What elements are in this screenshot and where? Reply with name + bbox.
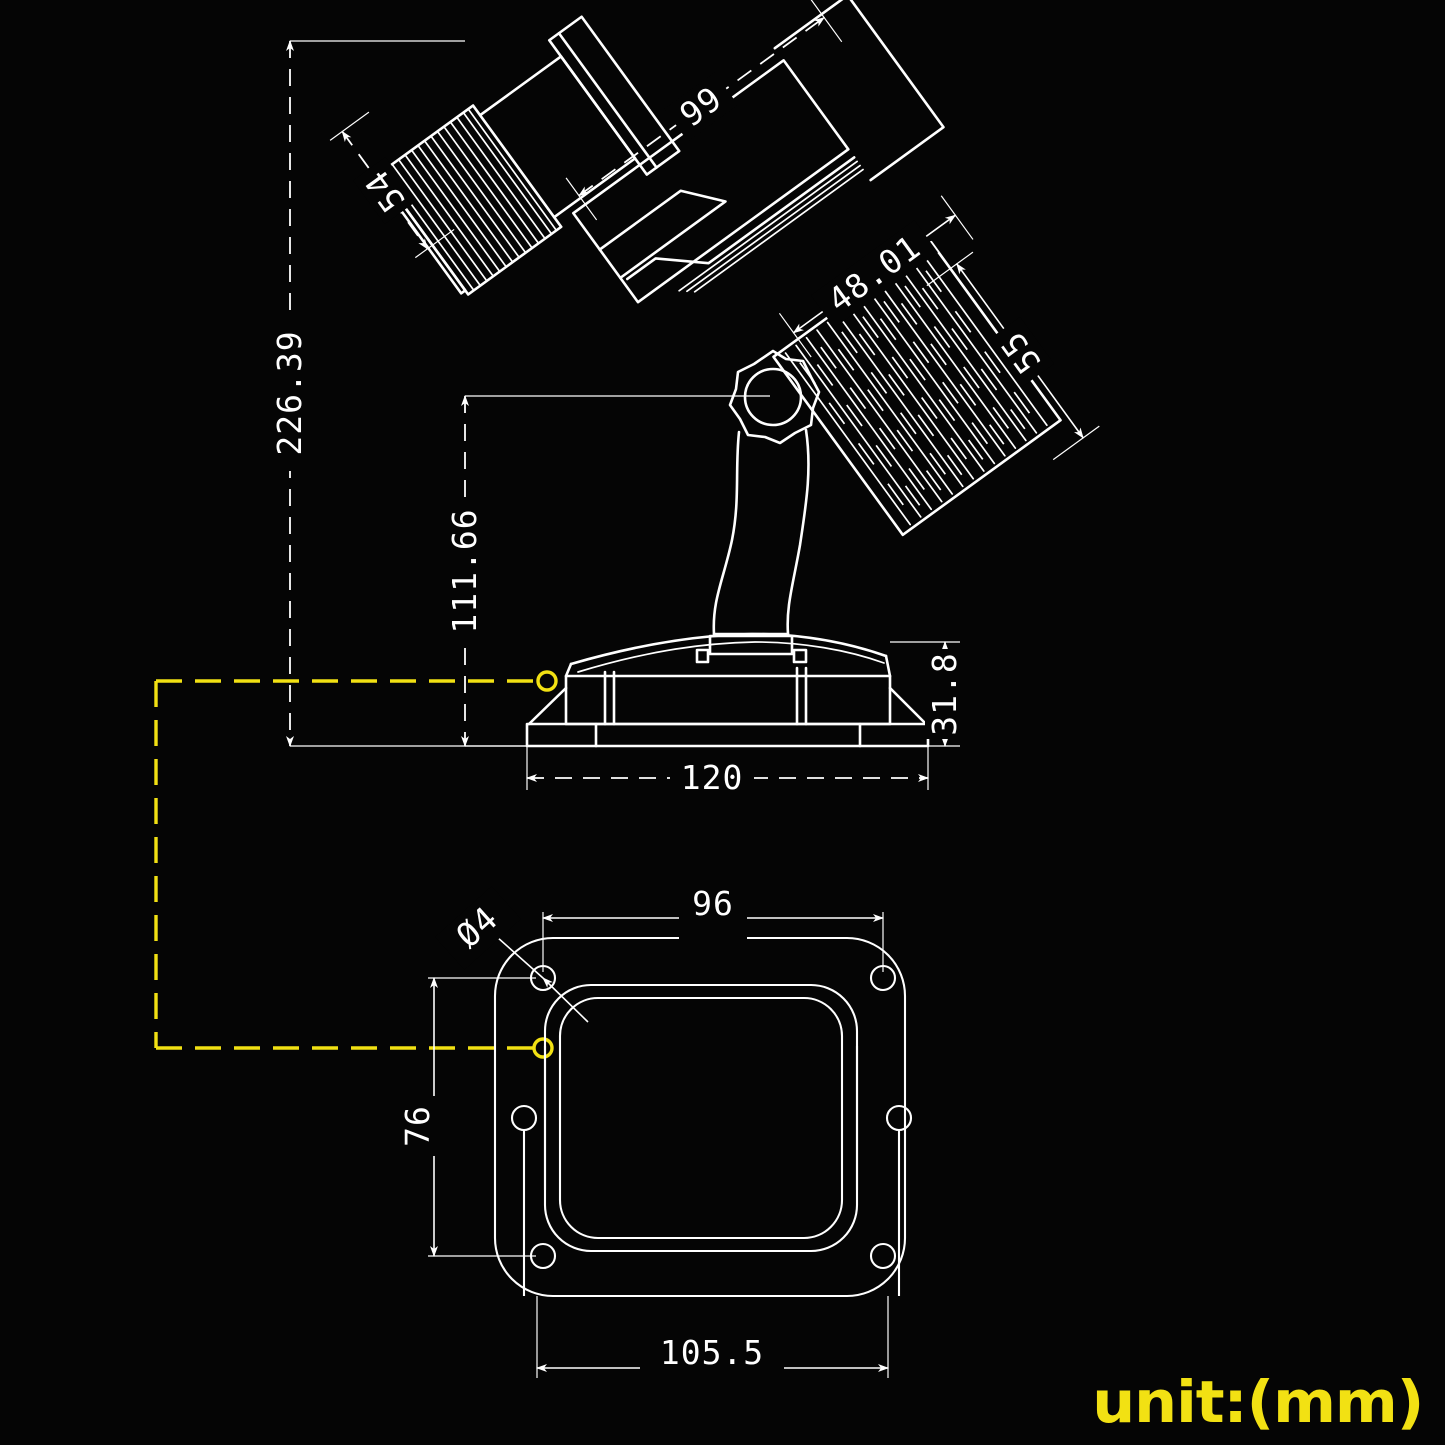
base-chamfer [527, 686, 928, 726]
dim-label-base-height: 31.8 [925, 652, 964, 735]
dim-label-pivot-height: 111.66 [445, 508, 484, 633]
plate-frame-inner [558, 996, 844, 1240]
base-neck-tab-left [695, 648, 710, 664]
base-rib-left [603, 670, 616, 726]
base-flange-split [594, 722, 862, 748]
housing-edge-line-2 [686, 164, 861, 293]
plate-frame-parting-top-bottom [608, 983, 795, 1253]
base-neck-tab-right [792, 648, 808, 664]
dim-group-body-length: 99 [565, 0, 843, 221]
hole-boss-tails [522, 1130, 901, 1296]
base-neck [708, 634, 794, 656]
projection-centerline-bracket [154, 670, 558, 1059]
dim-label-base-width: 120 [681, 758, 744, 797]
side-view-dimensions: 226.39 111.66 54 99 [269, 0, 1100, 798]
leader-line-hole-lower [542, 977, 589, 1023]
unit-label: unit:(mm) [1091, 1368, 1424, 1436]
housing-edge-line-1 [678, 160, 858, 292]
pivot-knob-bore [743, 367, 803, 427]
base-rib-right [795, 666, 808, 726]
housing-inner-detail-bottom [626, 156, 856, 281]
dim-label-plate-width: 105.5 [660, 1333, 764, 1372]
mounting-hole-bottom-right [869, 1242, 897, 1270]
dim-label-overall-height: 226.39 [270, 330, 309, 455]
centerline-node-side-view [536, 670, 558, 692]
pivot-knob [728, 349, 821, 445]
dim-label-hole-pitch-width: 96 [692, 884, 734, 923]
dim-label-hole-pitch-height: 76 [398, 1105, 437, 1147]
plate-frame-parting-sides [543, 1046, 859, 1190]
centerline-node-plan-view [532, 1037, 554, 1059]
housing-edge-line-3 [693, 168, 864, 293]
